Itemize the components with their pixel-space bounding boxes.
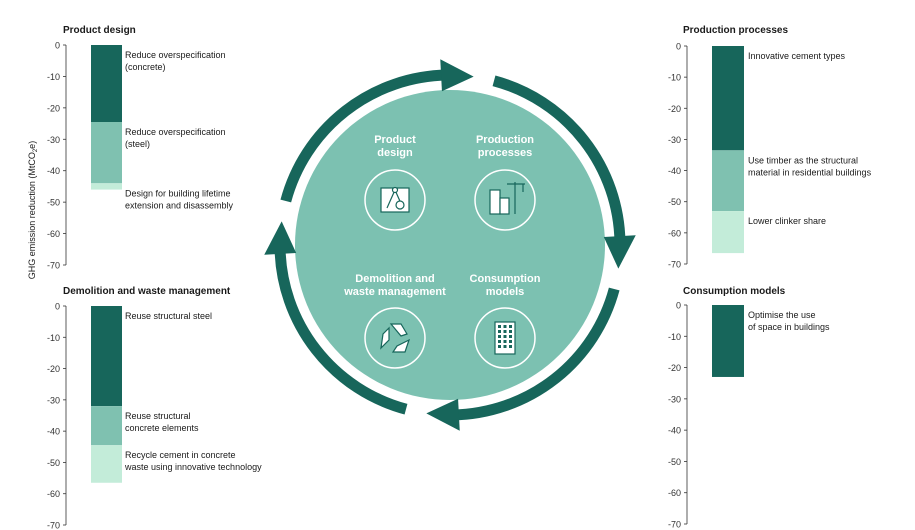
y-tick-label: -10 bbox=[668, 332, 681, 342]
y-tick-label: -60 bbox=[47, 489, 60, 499]
y-tick-label: -50 bbox=[47, 458, 60, 468]
bar-segment bbox=[712, 46, 744, 151]
arrow-top-head bbox=[440, 59, 474, 92]
segment-label: Lower clinker share bbox=[748, 216, 826, 226]
y-tick-label: -50 bbox=[47, 198, 60, 208]
arrow-top-arc bbox=[280, 69, 448, 203]
chart-title: Production processes bbox=[683, 25, 788, 36]
y-tick-label: -60 bbox=[668, 488, 681, 498]
chart-title: Demolition and waste management bbox=[63, 286, 231, 297]
arrow-left-head bbox=[264, 221, 297, 255]
chart-title: Product design bbox=[63, 25, 136, 36]
bar-segment bbox=[712, 150, 744, 212]
chart-title: Consumption models bbox=[683, 286, 786, 297]
y-tick-label: -40 bbox=[47, 166, 60, 176]
arrow-bottom-arc bbox=[452, 287, 620, 421]
y-tick-label: -40 bbox=[47, 427, 60, 437]
y-tick-label: 0 bbox=[55, 302, 60, 312]
recycle-arrows-icon bbox=[380, 323, 411, 353]
office-building-icon bbox=[494, 321, 516, 355]
y-tick-label: -70 bbox=[668, 260, 681, 270]
bar-segment bbox=[712, 211, 744, 254]
arrow-bottom-head bbox=[426, 398, 460, 431]
y-tick-label: -60 bbox=[47, 229, 60, 239]
icon-badge bbox=[364, 169, 426, 231]
icon-badge bbox=[474, 307, 536, 369]
blueprint-compass-gear-icon bbox=[380, 186, 410, 213]
y-tick-label: -70 bbox=[47, 521, 60, 530]
bar-segment bbox=[91, 445, 122, 483]
y-axis-label: GHG emission reduction (MtCO2e) bbox=[27, 141, 39, 279]
bar-segment bbox=[91, 122, 122, 184]
segment-label: Innovative cement types bbox=[748, 51, 846, 61]
y-tick-label: -30 bbox=[668, 135, 681, 145]
y-tick-label: -10 bbox=[47, 72, 60, 82]
y-tick-label: -50 bbox=[668, 457, 681, 467]
y-tick-label: -50 bbox=[668, 197, 681, 207]
y-tick-label: -30 bbox=[668, 394, 681, 404]
bar-segment bbox=[712, 305, 744, 377]
bar-segment bbox=[91, 183, 122, 190]
bar-segment bbox=[91, 45, 122, 122]
charts: Product design0-10-20-30-40-50-60-70Redu… bbox=[47, 25, 872, 530]
y-tick-label: -20 bbox=[47, 103, 60, 113]
cycle-circle bbox=[295, 90, 605, 400]
icon-badge bbox=[474, 169, 536, 231]
y-tick-label: -30 bbox=[47, 135, 60, 145]
segment-label: Reduce overspecification(concrete) bbox=[125, 50, 226, 72]
y-tick-label: -40 bbox=[668, 166, 681, 176]
arrow-left-arc bbox=[274, 247, 408, 415]
arrow-right-head bbox=[603, 235, 636, 269]
y-tick-label: -70 bbox=[47, 261, 60, 271]
y-tick-label: -10 bbox=[668, 73, 681, 83]
y-tick-label: -20 bbox=[668, 363, 681, 373]
y-tick-label: -40 bbox=[668, 426, 681, 436]
arrow-right-arc bbox=[492, 75, 626, 243]
y-tick-label: -60 bbox=[668, 228, 681, 238]
bar-segment bbox=[91, 306, 122, 407]
y-tick-label: -20 bbox=[47, 364, 60, 374]
y-tick-label: 0 bbox=[676, 42, 681, 52]
y-tick-label: 0 bbox=[676, 301, 681, 311]
y-tick-label: -20 bbox=[668, 104, 681, 114]
buildings-crane-icon bbox=[489, 182, 525, 215]
y-tick-label: -70 bbox=[668, 520, 681, 530]
bar-segment bbox=[91, 406, 122, 446]
y-tick-label: 0 bbox=[55, 41, 60, 51]
segment-label: Reduce overspecification(steel) bbox=[125, 127, 226, 149]
y-tick-label: -10 bbox=[47, 333, 60, 343]
icon-badge bbox=[364, 307, 426, 369]
y-tick-label: -30 bbox=[47, 395, 60, 405]
segment-label: Reuse structural steel bbox=[125, 311, 212, 321]
